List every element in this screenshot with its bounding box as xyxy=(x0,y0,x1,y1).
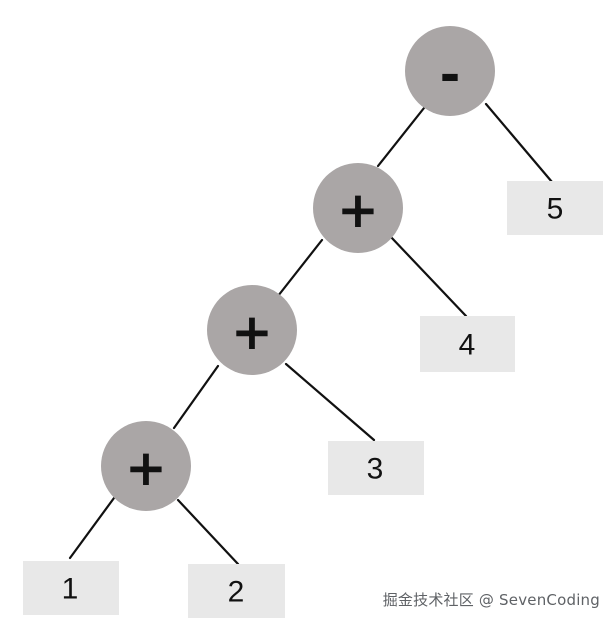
leaf-value: 3 xyxy=(367,453,384,486)
leaf-node-5: 5 xyxy=(507,181,603,235)
leaf-node-3: 3 xyxy=(328,441,424,495)
leaf-node-1: 1 xyxy=(23,561,119,615)
operator-node-minus: - xyxy=(405,26,495,116)
leaf-value: 5 xyxy=(547,193,564,226)
operator-node-plus-1: + xyxy=(313,163,403,253)
edge-plus-1-to-leaf-4 xyxy=(388,234,468,318)
operator-node-plus-3: + xyxy=(101,421,191,511)
edge-root-to-plus-1 xyxy=(376,106,426,168)
leaf-node-4: 4 xyxy=(420,316,515,372)
leaf-value: 1 xyxy=(62,573,79,606)
operator-symbol-plus: + xyxy=(337,181,379,239)
edge-plus-3-to-leaf-1 xyxy=(68,496,116,560)
edge-root-to-leaf-5 xyxy=(484,102,554,184)
edge-plus-3-to-leaf-2 xyxy=(176,498,240,566)
operator-symbol-plus: + xyxy=(125,439,167,497)
leaf-value: 4 xyxy=(459,329,476,362)
operator-symbol-plus: + xyxy=(231,303,273,361)
edge-plus-1-to-plus-2 xyxy=(276,238,324,298)
leaf-value: 2 xyxy=(228,576,245,609)
edge-plus-2-to-plus-3 xyxy=(172,364,220,430)
leaf-node-2: 2 xyxy=(188,564,285,618)
operator-symbol-minus: - xyxy=(440,46,461,104)
watermark-text: 掘金技术社区 @ SevenCoding xyxy=(382,591,600,609)
operator-node-plus-2: + xyxy=(207,285,297,375)
edge-plus-2-to-leaf-3 xyxy=(284,362,376,442)
